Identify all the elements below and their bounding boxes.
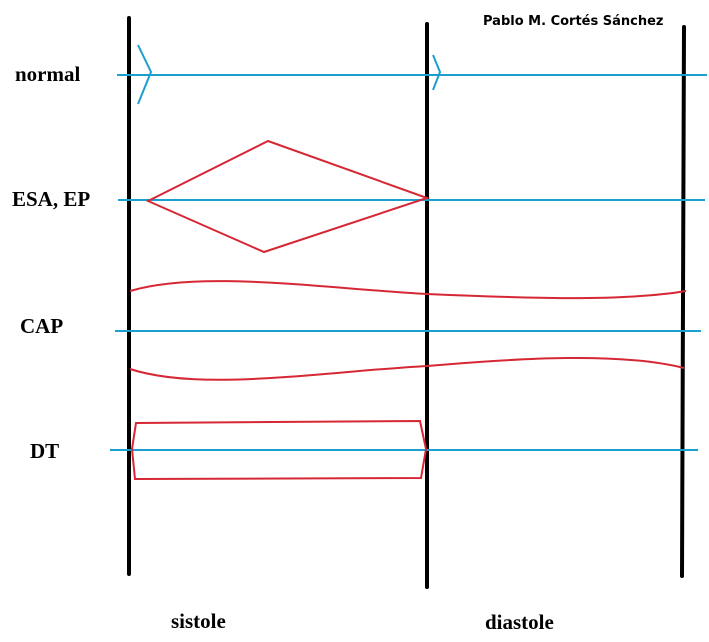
phase-label-sistole: sistole [171, 609, 226, 633]
dt-plateau-murmur [130, 419, 428, 481]
row-label-normal: normal [15, 62, 80, 86]
normal-s2-arrow-icon [432, 54, 442, 91]
row-baselines [110, 74, 707, 451]
cap-lower-envelope [129, 356, 685, 381]
normal-s1-arrow-icon [137, 44, 153, 105]
heart-sound-markers [127, 16, 686, 589]
cap-continuous-murmur [129, 280, 687, 381]
next-heart-sound-line [680, 25, 686, 578]
esa-ep-diamond-murmur [145, 139, 431, 254]
row-label-dt: DT [30, 439, 59, 463]
normal-sound-marks [137, 44, 442, 105]
phase-label-diastole: diastole [485, 610, 554, 634]
row-label-esa-ep: ESA, EP [12, 187, 90, 211]
row-labels: normal ESA, EP CAP DT [12, 62, 90, 463]
row-label-cap: CAP [20, 314, 63, 338]
cap-upper-envelope [129, 280, 687, 300]
phase-labels: sistole diastole [171, 609, 554, 634]
author-credit: Pablo M. Cortés Sánchez [483, 14, 663, 29]
